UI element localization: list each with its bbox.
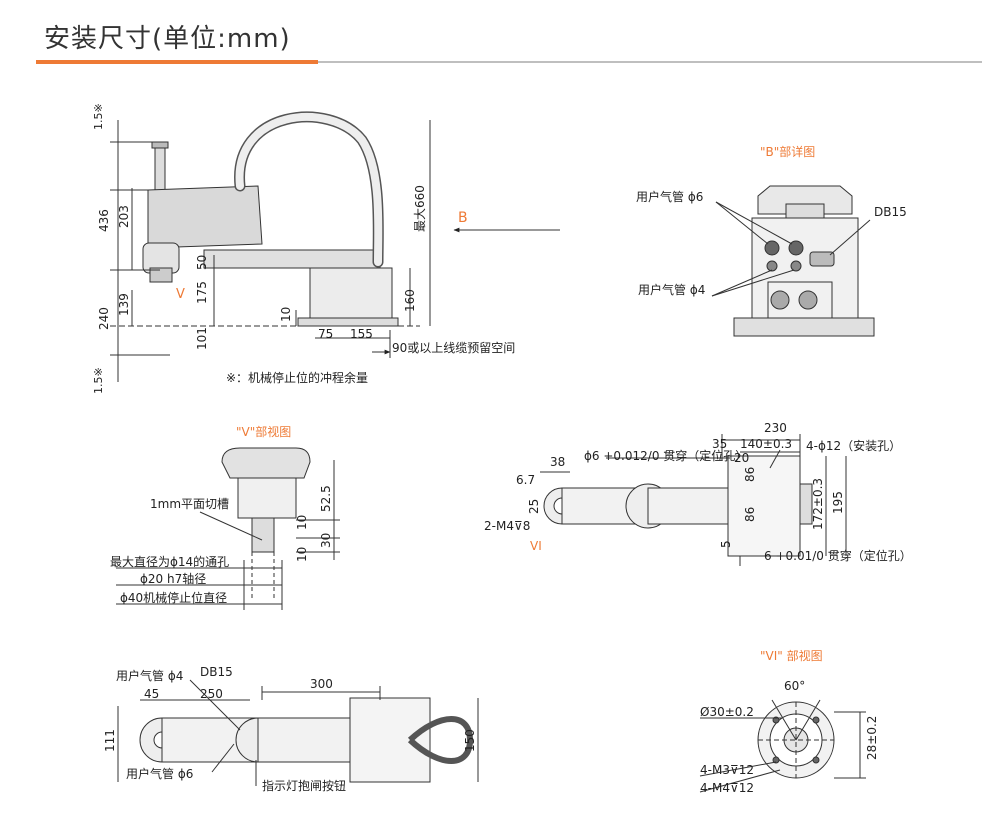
top-dim-111: 111 [103,729,117,752]
top-db15-label: DB15 [200,665,233,679]
base-dim-5: 5 [719,540,733,548]
top-dim-45: 45 [144,687,159,701]
v-dim-52-5: 52.5 [319,485,333,512]
base-plan-view [540,434,847,566]
dim-160: 160 [403,289,417,312]
dim-155: 155 [350,327,373,341]
top-air-pipe-4: 用户气管 ϕ4 [116,668,183,683]
dim-175: 175 [195,281,209,304]
base-dim-25: 25 [527,499,541,514]
v-max-through-hole: 最大直径为ϕ14的通孔 [110,554,229,569]
vi-detail-view [699,699,866,793]
top-dim-250: 250 [200,687,223,701]
base-dim-35: 35 [712,437,727,451]
cable-space-note: 90或以上线缆预留空间 [392,341,515,355]
base-mount-holes: 4-ϕ12（安装孔） [806,438,901,453]
v-dim-10a: 10 [295,515,309,530]
top-view [117,679,479,786]
label-v: V [176,287,185,302]
v-shaft [251,517,275,553]
base-dim-172: 172±0.3 [811,478,825,530]
dim-max660: 最大660 [413,185,427,232]
dim-139: 139 [117,293,131,316]
vi-detail-title: "VI" 部视图 [760,648,823,663]
base-tap-m4: 2-M4⊽8 [484,519,530,533]
base-label-vi: VI [530,539,542,553]
footnote: ※：机械停止位的冲程余量 [226,370,368,385]
v-stop-diameter: ϕ40机械停止位直径 [120,590,227,605]
vi-offset: 28±0.2 [865,716,879,760]
base-dim-6-7: 6.7 [516,473,535,487]
vi-tap-m3: 4-M3⊽12 [700,763,754,777]
shaft [154,141,166,195]
top-air-pipe-6: 用户气管 ϕ6 [126,766,193,781]
b-air-pipe-6: 用户气管 ϕ6 [636,189,703,204]
top-dim-150: 150 [463,729,477,752]
dim-1-5-top: 1.5※ [92,103,105,130]
b-base-body [751,217,859,329]
vi-tap-m4: 4-M4⊽12 [700,781,754,795]
base-locating-hole-6-01: 6 +0.01/0 贯穿（定位孔） [764,548,912,563]
v-shaft-diameter: ϕ20 h7轴径 [140,571,206,586]
b-db15-label: DB15 [874,205,907,219]
top-lower-arm [257,717,355,763]
title-rule [36,61,982,63]
dim-75: 75 [318,327,333,341]
dim-101: 101 [195,327,209,350]
dim-1-5-bottom: 1.5※ [92,367,105,394]
base-plate [727,455,801,557]
base-dim-230: 230 [764,421,787,435]
title-accent-bar [36,60,318,64]
vi-bore: Ø30±0.2 [700,705,754,719]
base-dim-86b: 86 [743,507,757,522]
top-indicator-button: 指示灯抱闸按钮 [262,778,346,793]
base-dim-86a: 86 [743,467,757,482]
upper-arm [147,185,263,249]
base [309,267,393,327]
b-detail-title: "B"部详图 [760,144,815,159]
b-detail-view [711,185,875,337]
v-detail-view [116,447,340,610]
dim-436: 436 [97,209,111,232]
base-dim-195: 195 [831,491,845,514]
v-dim-10b: 10 [295,547,309,562]
base-locating-hole-6-012: ϕ6 +0.012/0 贯穿（定位孔） [584,448,747,463]
base-dim-20: 20 [734,451,749,465]
v-flat-groove: 1mm平面切槽 [150,497,229,511]
dim-240: 240 [97,307,111,330]
top-dim-300: 300 [310,677,333,691]
base-dim-140: 140±0.3 [740,437,792,451]
dim-10: 10 [279,307,293,322]
dim-203: 203 [117,205,131,228]
v-detail-title: "V"部视图 [236,424,291,439]
lower-arm [203,249,381,269]
v-dim-30: 30 [319,533,333,548]
page-title: 安装尺寸(单位:mm) [44,24,291,54]
db15-connector [809,251,835,267]
b-air-pipe-4: 用户气管 ϕ4 [638,282,705,297]
dim-50: 50 [195,255,209,270]
vi-angle: 60° [784,679,805,693]
base-dim-38: 38 [550,455,565,469]
arrow-b-label: B [458,210,468,226]
top-base [349,697,431,783]
main-side-view [110,111,560,382]
